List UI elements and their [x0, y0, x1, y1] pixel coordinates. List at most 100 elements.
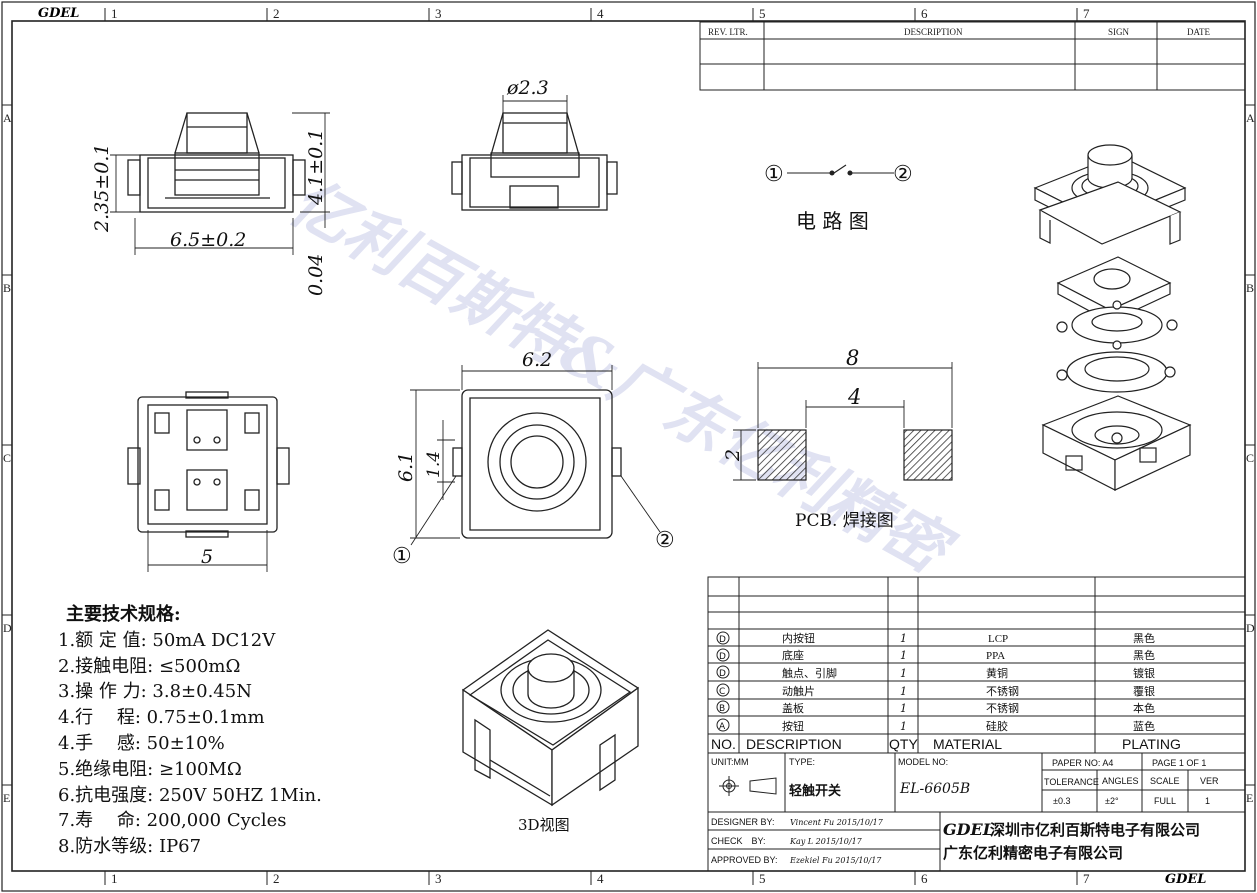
svg-text:FULL: FULL [1154, 796, 1176, 806]
pcb-dim-inner: 4 [847, 385, 861, 409]
svg-text:触点、引脚: 触点、引脚 [782, 666, 837, 680]
specs-heading: 主要技术规格: [66, 604, 181, 625]
top-view [452, 389, 622, 539]
projection-symbol-icon [719, 776, 777, 796]
exploded-view [1033, 144, 1192, 491]
pin-1-marker: ① [392, 543, 412, 568]
svg-text:7: 7 [1083, 871, 1090, 886]
spec-item: 1.额 定 值: 50mA DC12V [58, 629, 276, 651]
svg-text:PLATING: PLATING [1122, 736, 1181, 752]
bom-rows: D 内按钮 1 LCP 黑色 D 底座 1 PPA 黑色 D 触点、引脚 1 黄… [716, 631, 1155, 733]
svg-text:1: 1 [900, 720, 907, 733]
svg-text:本色: 本色 [1133, 701, 1155, 715]
view-3d [461, 629, 640, 807]
svg-text:黄铜: 黄铜 [986, 666, 1008, 680]
svg-text:1: 1 [900, 632, 907, 645]
spec-item: 5.绝缘电阻: ≥100MΩ [58, 758, 242, 780]
bottom-view [127, 391, 290, 538]
model-value: EL-6605B [899, 781, 970, 797]
svg-text:APPROVED BY:: APPROVED BY: [711, 855, 778, 865]
side-view-dims [110, 112, 330, 255]
svg-text:Ezekiel Fu 2015/10/17: Ezekiel Fu 2015/10/17 [789, 856, 882, 865]
svg-text:6: 6 [921, 6, 928, 21]
svg-text:镀银: 镀银 [1133, 666, 1155, 680]
svg-text:PPA: PPA [986, 650, 1005, 662]
svg-text:1: 1 [1205, 796, 1210, 806]
bom-row: D 内按钮 1 LCP 黑色 [716, 631, 1155, 645]
dim-top-width: 6.2 [522, 349, 552, 371]
svg-text:LCP: LCP [988, 633, 1008, 645]
bom-row: B 盖板 1 不锈钢 本色 [716, 700, 1155, 715]
svg-text:覆银: 覆银 [1133, 684, 1155, 698]
svg-text:2: 2 [273, 6, 280, 21]
svg-text:3: 3 [435, 6, 442, 21]
svg-text:PAPER NO: A4: PAPER NO: A4 [1052, 758, 1113, 768]
svg-text:DATE: DATE [1187, 27, 1210, 37]
svg-text:蓝色: 蓝色 [1133, 719, 1155, 733]
svg-text:A: A [3, 111, 12, 125]
svg-text:QTY: QTY [889, 736, 918, 752]
bom-row: D 底座 1 PPA 黑色 [716, 648, 1155, 662]
signatures: Vincent Fu 2015/10/17 Kay L 2015/10/17 E… [789, 818, 884, 865]
spec-item: 2.接触电阻: ≤500mΩ [58, 655, 241, 677]
svg-text:DESIGNER BY:: DESIGNER BY: [711, 817, 775, 827]
svg-text:5: 5 [759, 871, 766, 886]
svg-text:D: D [1246, 621, 1255, 635]
svg-text:C: C [719, 687, 725, 697]
spec-item: 7.寿 命: 200,000 Cycles [58, 810, 287, 832]
svg-text:C: C [3, 451, 11, 465]
row-labels: AB CD E AB CD E [3, 111, 1255, 805]
svg-text:D: D [719, 669, 726, 679]
circuit-pin-1: ① [764, 161, 784, 186]
company-name-2: 广东亿利精密电子有限公司 [943, 844, 1123, 862]
dim-stroke: 0.04 [305, 254, 327, 296]
dim-button-lines [502, 95, 568, 113]
brand-logo-bottom: GDEL [1165, 872, 1206, 887]
svg-text:1: 1 [900, 649, 907, 662]
svg-text:D: D [3, 621, 12, 635]
svg-text:PAGE 1 OF 1: PAGE 1 OF 1 [1152, 758, 1206, 768]
svg-text:C: C [1246, 451, 1254, 465]
svg-text:1: 1 [900, 667, 907, 680]
dim-cap-height: 4.1±0.1 [305, 129, 327, 206]
svg-text:E: E [3, 791, 10, 805]
spec-item: 4.手 感: 50±10% [58, 732, 225, 754]
circuit-label: 电 路 图 [796, 209, 869, 233]
pcb-dim-outer: 8 [846, 346, 859, 370]
svg-text:±2°: ±2° [1105, 796, 1119, 806]
svg-text:硅胶: 硅胶 [986, 719, 1008, 733]
type-value: 轻触开关 [789, 783, 841, 799]
svg-text:A: A [719, 722, 726, 732]
title-block-text: UNIT:MM TYPE: MODEL NO: PAPER NO: A4 PAG… [711, 757, 1219, 865]
dim-top-height: 6.1 [395, 452, 417, 482]
svg-text:TYPE:: TYPE: [789, 757, 815, 767]
pcb-dim-pad: 2 [722, 449, 744, 462]
svg-text:黑色: 黑色 [1133, 648, 1155, 662]
dim-button-dia: ø2.3 [506, 77, 549, 99]
svg-text:黑色: 黑色 [1133, 631, 1155, 645]
svg-text:B: B [1246, 281, 1254, 295]
svg-text:不锈钢: 不锈钢 [986, 685, 1019, 698]
title-block [707, 752, 1246, 872]
svg-text:1: 1 [900, 685, 907, 698]
svg-text:6: 6 [921, 871, 928, 886]
bottom-view-dims [147, 530, 268, 572]
svg-text:盖板: 盖板 [782, 701, 804, 715]
svg-text:CHECK BY:: CHECK BY: [711, 836, 766, 846]
svg-text:ANGLES: ANGLES [1102, 776, 1139, 786]
top-view-dims [410, 365, 661, 546]
svg-text:按钮: 按钮 [782, 719, 804, 733]
svg-text:B: B [719, 704, 725, 714]
side-view-right [451, 112, 618, 211]
svg-text:Kay L 2015/10/17: Kay L 2015/10/17 [789, 837, 863, 846]
top-ruler [2, 8, 1255, 885]
svg-text:7: 7 [1083, 6, 1090, 21]
svg-text:1: 1 [111, 6, 118, 21]
svg-text:UNIT:MM: UNIT:MM [711, 757, 749, 767]
spec-item: 3.操 作 力: 3.8±0.45N [58, 681, 252, 703]
pcb-label: PCB. 焊接图 [795, 511, 894, 531]
svg-text:不锈钢: 不锈钢 [986, 702, 1019, 715]
svg-text:SIGN: SIGN [1108, 27, 1130, 37]
